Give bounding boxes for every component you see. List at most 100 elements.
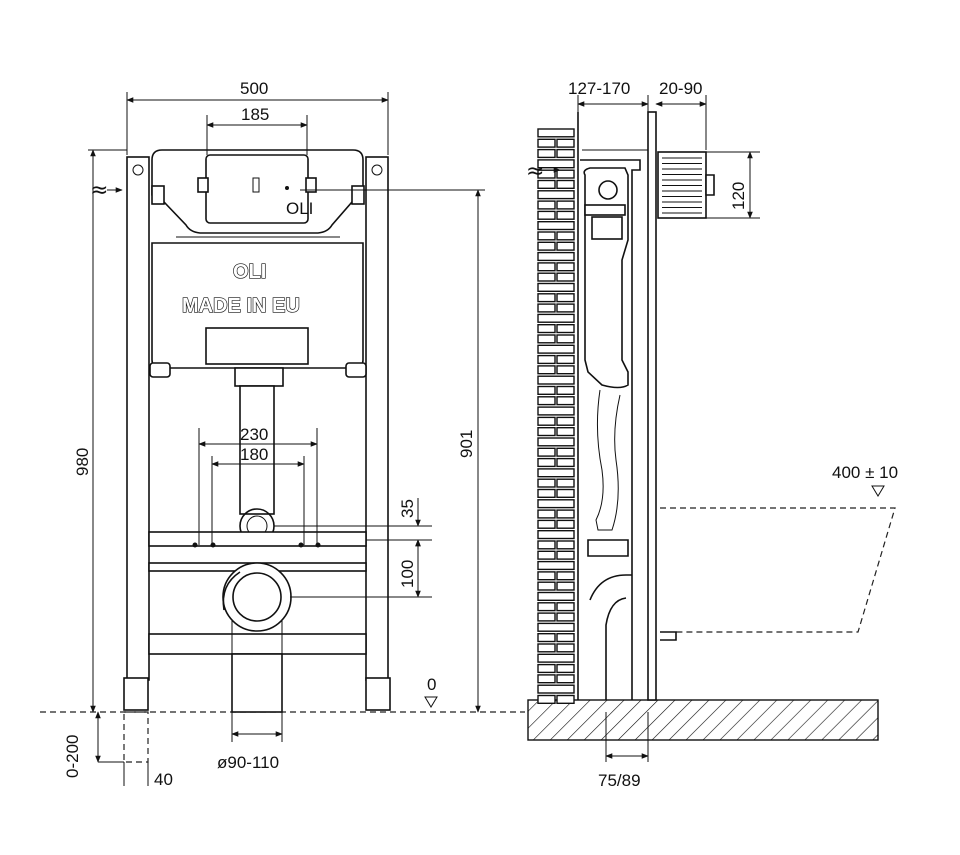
front-view: OLI OLI MADE IN EU ≈ 5: [40, 79, 525, 789]
dim-plate-width: 185: [241, 105, 269, 124]
brick: [537, 354, 556, 365]
brick: [537, 684, 575, 694]
brick: [556, 612, 575, 622]
brick: [537, 530, 575, 540]
dim-foot-offset: 40: [154, 770, 173, 789]
brick: [537, 591, 575, 602]
brick: [556, 633, 575, 643]
brick: [556, 519, 575, 529]
brick: [537, 148, 556, 159]
dim-box-height: 120: [729, 182, 748, 210]
brick: [556, 663, 575, 674]
side-frame: [647, 111, 657, 701]
brick: [537, 468, 575, 478]
brick: [537, 179, 556, 190]
brick: [537, 571, 556, 581]
brick: [537, 313, 575, 323]
floor-slab: [527, 699, 879, 741]
brick: [537, 540, 556, 550]
brick: [537, 128, 575, 138]
brick: [556, 200, 575, 210]
brick: [556, 354, 575, 365]
brick: [537, 334, 556, 344]
brick: [537, 406, 575, 416]
brick: [537, 663, 556, 674]
brick: [556, 540, 575, 550]
brick: [537, 282, 575, 293]
brick: [556, 138, 575, 148]
brick: [556, 385, 575, 396]
brick: [556, 231, 575, 241]
dim-drain-diameter: ø90-110: [217, 753, 279, 772]
brick: [537, 231, 556, 241]
brick: [537, 499, 575, 509]
brick: [556, 602, 575, 612]
brick: [537, 396, 556, 406]
dim-spacing-inner: 180: [240, 445, 268, 464]
brand-logo: OLI: [233, 261, 266, 283]
brick: [537, 674, 556, 684]
left-post: [126, 156, 150, 681]
brick: [556, 334, 575, 344]
dim-spacing-outer: 230: [240, 425, 268, 444]
dim-gap-small: 35: [398, 499, 417, 518]
brick: [537, 437, 575, 447]
brick: [556, 169, 575, 179]
brick: [556, 272, 575, 282]
brick: [556, 550, 575, 560]
bolt-rail: [148, 531, 367, 547]
brick: [556, 457, 575, 468]
dim-width-total: 500: [240, 79, 268, 98]
flush-pipe: [239, 385, 275, 515]
dim-drain-offset: 75/89: [598, 771, 641, 790]
brick: [537, 220, 575, 231]
brick: [537, 653, 575, 663]
plate-logo: OLI: [286, 199, 313, 218]
floor-level-label: 0: [427, 675, 436, 694]
side-view: ≈ 127-170 20-90 120 400 ± 10 75/89: [526, 79, 898, 790]
brick: [537, 427, 556, 437]
dim-actuator-height: 901: [457, 430, 476, 458]
brick: [537, 365, 556, 375]
brick: [537, 138, 556, 148]
brick: [537, 324, 556, 334]
brick: [537, 560, 575, 571]
brick: [537, 457, 556, 468]
brick: [556, 148, 575, 159]
brick: [537, 612, 556, 622]
brick: [537, 190, 575, 200]
brick: [537, 509, 556, 519]
brick: [537, 241, 556, 251]
brick: [556, 396, 575, 406]
water-icon-side: ≈: [526, 159, 544, 184]
brick: [537, 262, 556, 272]
dim-box-depth: 20-90: [659, 79, 702, 98]
brick: [556, 674, 575, 684]
brick: [556, 210, 575, 220]
brick: [537, 478, 556, 488]
brick: [537, 200, 556, 210]
brick: [556, 293, 575, 303]
dim-floor-adjust: 0-200: [63, 735, 82, 778]
brick: [556, 447, 575, 457]
dim-height-total: 980: [73, 448, 92, 476]
brick: [537, 694, 556, 705]
brick: [556, 571, 575, 581]
brick: [556, 241, 575, 251]
dim-gap-drain: 100: [398, 560, 417, 588]
brick: [537, 550, 556, 560]
brick: [537, 581, 556, 591]
brick: [556, 262, 575, 272]
right-post: [365, 156, 389, 681]
brick: [537, 447, 556, 457]
brick: [556, 365, 575, 375]
right-foot: [365, 677, 391, 711]
toilet-bowl: [660, 507, 896, 633]
brick: [537, 385, 556, 396]
brick: [556, 488, 575, 499]
brick: [537, 602, 556, 612]
brick: [556, 581, 575, 591]
brick: [556, 478, 575, 488]
brick: [537, 622, 575, 632]
